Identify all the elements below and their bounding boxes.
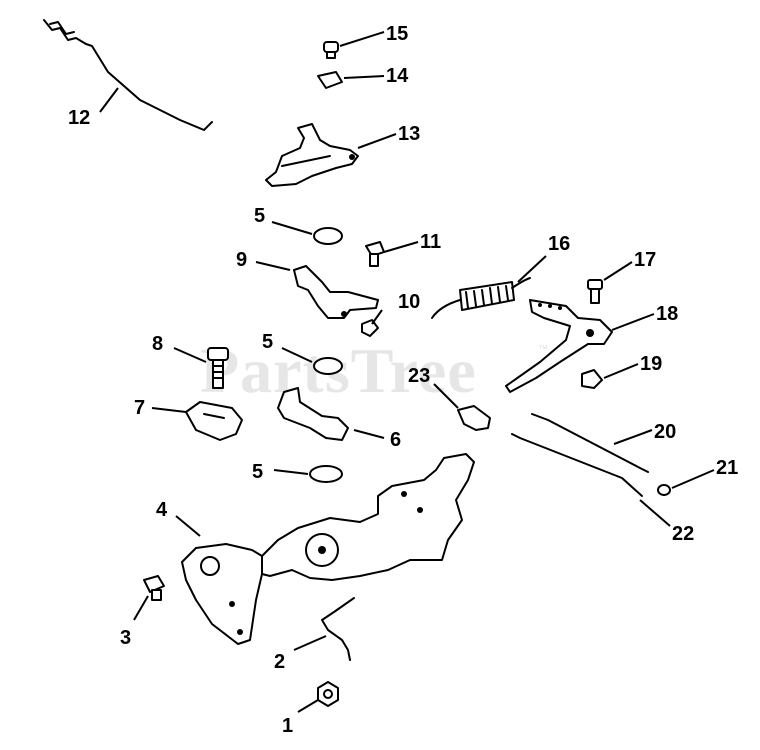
callout-5a[interactable]: 5 [254, 205, 265, 227]
part-16-spring[interactable] [431, 277, 531, 319]
part-5-washer-middle[interactable] [313, 357, 343, 375]
part-12-governor-rod[interactable] [43, 19, 213, 131]
callout-1[interactable]: 1 [282, 715, 293, 737]
leader-10 [371, 309, 383, 325]
callout-7[interactable]: 7 [134, 397, 145, 419]
callout-3[interactable]: 3 [120, 627, 131, 649]
part-11-screw[interactable] [365, 241, 385, 267]
callout-10[interactable]: 10 [398, 291, 420, 313]
part-10-nut[interactable] [361, 319, 379, 337]
watermark-trademark: ™ [538, 344, 548, 355]
leader-17 [603, 261, 633, 281]
leader-7 [151, 407, 187, 413]
leader-2 [293, 635, 327, 651]
leader-9 [255, 261, 291, 271]
part-3-screw[interactable] [143, 575, 165, 601]
leader-4 [175, 515, 201, 537]
part-14-washer[interactable] [317, 71, 343, 89]
part-4-control-bracket[interactable] [181, 453, 475, 645]
leader-13 [357, 133, 397, 149]
part-13-bracket[interactable] [265, 123, 359, 187]
leader-5b [281, 347, 313, 363]
part-19-nut[interactable] [581, 369, 603, 389]
part-17-screw[interactable] [587, 279, 603, 304]
callout-13[interactable]: 13 [398, 123, 420, 145]
callout-5c[interactable]: 5 [252, 461, 263, 483]
leader-20 [613, 429, 653, 445]
leader-16 [517, 255, 547, 283]
part-21-nut[interactable] [657, 484, 671, 496]
part-5-washer-lower[interactable] [309, 465, 343, 483]
leader-15 [339, 31, 385, 47]
callout-16[interactable]: 16 [548, 233, 570, 255]
part-1-nut[interactable] [317, 681, 339, 707]
callout-22[interactable]: 22 [672, 523, 694, 545]
leader-5c [273, 469, 309, 475]
callout-2[interactable]: 2 [274, 651, 285, 673]
callout-23[interactable]: 23 [408, 365, 430, 387]
part-20-rod[interactable] [531, 413, 649, 473]
callout-21[interactable]: 21 [716, 457, 738, 479]
leader-18 [611, 313, 655, 331]
leader-lines [99, 31, 715, 713]
callout-11[interactable]: 11 [420, 231, 441, 253]
leader-19 [603, 363, 639, 379]
leader-3 [133, 595, 149, 621]
leader-6 [353, 429, 385, 439]
part-15-screw[interactable] [323, 41, 339, 59]
leader-21 [671, 469, 715, 489]
leader-14 [343, 75, 385, 79]
part-23-clip[interactable] [457, 405, 491, 431]
part-5-washer-top[interactable] [313, 227, 343, 245]
part-6-lever-plate[interactable] [277, 387, 349, 441]
leader-8 [173, 347, 207, 363]
callout-labels: 1 2 3 4 5 5 5 6 7 8 9 10 11 12 13 14 15 … [68, 23, 738, 737]
callout-4[interactable]: 4 [156, 499, 168, 521]
part-22-rod[interactable] [511, 433, 643, 497]
callout-15[interactable]: 15 [386, 23, 408, 45]
leader-11 [383, 241, 419, 253]
leader-1 [297, 699, 319, 713]
callout-20[interactable]: 20 [654, 421, 676, 443]
leader-22 [639, 499, 671, 527]
callout-18[interactable]: 18 [656, 303, 678, 325]
callout-19[interactable]: 19 [640, 353, 662, 375]
callout-9[interactable]: 9 [236, 249, 247, 271]
leader-12 [99, 87, 119, 113]
callout-5b[interactable]: 5 [262, 331, 273, 353]
part-9-lever[interactable] [293, 265, 379, 319]
callout-17[interactable]: 17 [634, 249, 656, 271]
part-18-control-lever[interactable] [505, 299, 613, 393]
part-7-clip-nut[interactable] [185, 401, 243, 441]
leader-23 [433, 383, 459, 409]
callout-12[interactable]: 12 [68, 107, 90, 129]
leader-5a [271, 221, 313, 235]
callout-8[interactable]: 8 [152, 333, 163, 355]
part-2-spring[interactable] [321, 597, 355, 661]
callout-14[interactable]: 14 [386, 65, 409, 87]
callout-6[interactable]: 6 [390, 429, 401, 451]
part-8-bolt[interactable] [207, 347, 229, 389]
